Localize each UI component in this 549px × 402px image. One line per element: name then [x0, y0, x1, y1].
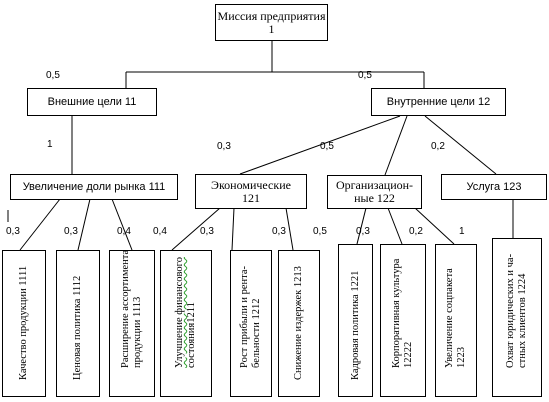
- weight-economic: 0,3: [217, 141, 231, 152]
- weight-1113: 0,4: [117, 226, 131, 237]
- weight-12222: 0,3: [356, 226, 370, 237]
- leaf-text-1112: Ценовая политика 1112: [72, 275, 83, 380]
- economic-code: 121: [242, 190, 260, 205]
- weight-market: 1: [47, 139, 53, 150]
- leaf-box-1213: Снижение издержек 1213: [278, 250, 320, 397]
- market-share-label: Увеличение доли рынка 111: [22, 180, 166, 193]
- economic-label: Экономические: [211, 177, 291, 192]
- mission-code: 1: [268, 21, 275, 36]
- mission-title: Миссия предприятия: [217, 8, 326, 23]
- service-box: Услуга 123: [441, 174, 547, 200]
- weight-1112: 0,3: [64, 226, 78, 237]
- internal-goals-box: Внутренние цели 12: [371, 88, 506, 116]
- leaf-box-1212: Рост прибыли и рента-бельности 1212: [230, 250, 272, 397]
- leaf-box-1111: Качество продукции 1111: [2, 250, 46, 397]
- leaf-text-1212: Рост прибыли и рента-бельности 1212: [239, 266, 262, 368]
- leaf-text-1111: Качество продукции 1111: [18, 265, 29, 380]
- leaf-box-1112: Ценовая политика 1112: [56, 250, 100, 397]
- external-goals-box: Внешние цели 11: [27, 88, 157, 116]
- weight-organizational: 0,5: [320, 141, 334, 152]
- mission-box: Миссия предприятия 1: [215, 4, 328, 41]
- weight-1224: 1: [459, 226, 465, 237]
- weight-1223: 0,2: [409, 226, 423, 237]
- organizational-label: Организацион-: [335, 178, 414, 192]
- weight-1211: 0,4: [153, 226, 167, 237]
- organizational-box: Организацион- ные 122: [327, 175, 422, 209]
- weight-1213: 0,3: [272, 226, 286, 237]
- economic-box: Экономические 121: [195, 174, 307, 209]
- weight-1221: 0,5: [313, 226, 327, 237]
- internal-goals-label: Внутренние цели 12: [386, 95, 491, 108]
- organizational-code: ные 122: [354, 191, 395, 205]
- market-share-box: Увеличение доли рынка 111: [10, 174, 178, 200]
- leaf-box-1224: Охват юридических и ча-стных клиентов 12…: [492, 238, 542, 397]
- leaf-text-1213: Снижение издержек 1213: [293, 266, 304, 380]
- weight-internal: 0,5: [358, 70, 372, 81]
- leaf-box-1221: Кадровая политика 1221: [338, 244, 373, 397]
- weight-external: 0,5: [46, 70, 60, 81]
- external-goals-label: Внешние цели 11: [47, 95, 137, 108]
- weight-1212: 0,3: [200, 226, 214, 237]
- weight-service: 0,2: [431, 141, 445, 152]
- weight-1111: 0,3: [6, 226, 20, 237]
- service-label: Услуга 123: [466, 180, 522, 193]
- leaf-text-1224: Охват юридических и ча-стных клиентов 12…: [505, 253, 528, 368]
- leaf-text-1221: Кадровая политика 1221: [349, 270, 361, 380]
